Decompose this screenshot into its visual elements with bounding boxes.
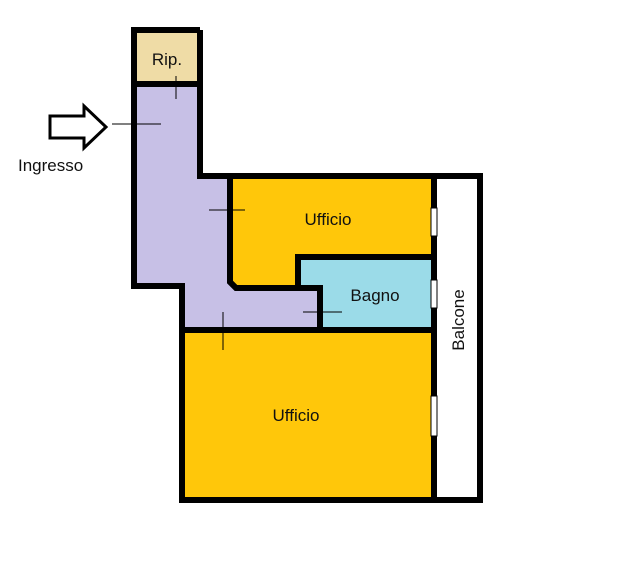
office-top-label: Ufficio [305,210,352,229]
window-office-top [430,207,438,237]
office-bottom-label: Ufficio [273,406,320,425]
balcony-label: Balcone [449,289,468,350]
window-bathroom [430,279,438,309]
windows [430,207,438,437]
entrance-arrow-icon [48,102,109,152]
office-room-top[interactable] [230,176,432,288]
storage-room[interactable] [134,30,200,84]
outer-wall [131,27,483,503]
office-room-bottom[interactable] [182,330,432,498]
bathroom-wall [295,254,434,288]
office-top-wall [227,176,323,330]
window-office-bottom [430,395,438,437]
door-markers [112,76,342,350]
bathroom-label: Bagno [350,286,399,305]
storage-label: Rip. [152,50,182,69]
balcony-area[interactable] [437,176,480,503]
entrance-label: Ingresso [18,156,83,175]
